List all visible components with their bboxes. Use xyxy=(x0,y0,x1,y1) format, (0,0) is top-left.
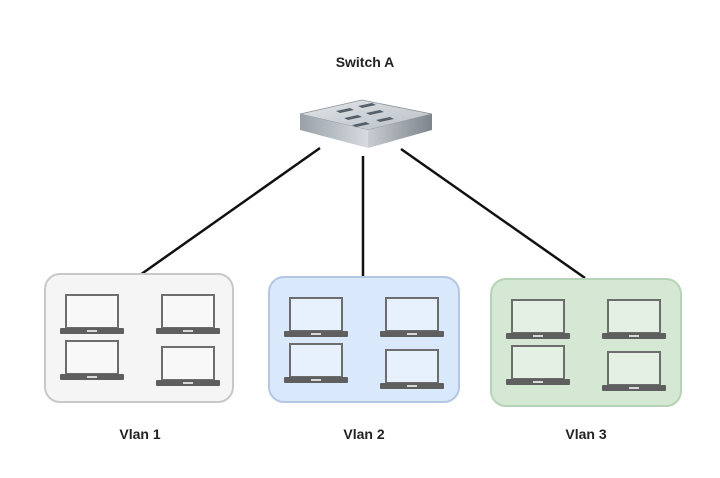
laptop-icon[interactable] xyxy=(156,345,220,389)
laptop-icon[interactable] xyxy=(602,350,666,394)
laptop-icon[interactable] xyxy=(60,339,124,383)
laptop-icon[interactable] xyxy=(380,296,444,340)
vlan-label-2: Vlan 2 xyxy=(343,426,385,442)
laptop-icon[interactable] xyxy=(506,344,570,388)
laptop-icon[interactable] xyxy=(602,298,666,342)
laptop-icon[interactable] xyxy=(60,293,124,337)
vlan-box-2[interactable] xyxy=(268,276,460,403)
network-switch-icon[interactable] xyxy=(296,92,436,150)
vlan-box-3[interactable] xyxy=(490,278,682,407)
laptop-icon[interactable] xyxy=(284,342,348,386)
laptop-icon[interactable] xyxy=(506,298,570,342)
vlan-label-3: Vlan 3 xyxy=(565,426,607,442)
link-switch-vlan1 xyxy=(139,146,321,277)
vlan-label-1: Vlan 1 xyxy=(119,426,161,442)
link-switch-vlan3 xyxy=(400,147,586,280)
vlan-box-1[interactable] xyxy=(44,273,234,403)
laptop-icon[interactable] xyxy=(156,293,220,337)
switch-label: Switch A xyxy=(335,54,395,70)
laptop-icon[interactable] xyxy=(284,296,348,340)
laptop-icon[interactable] xyxy=(380,348,444,392)
